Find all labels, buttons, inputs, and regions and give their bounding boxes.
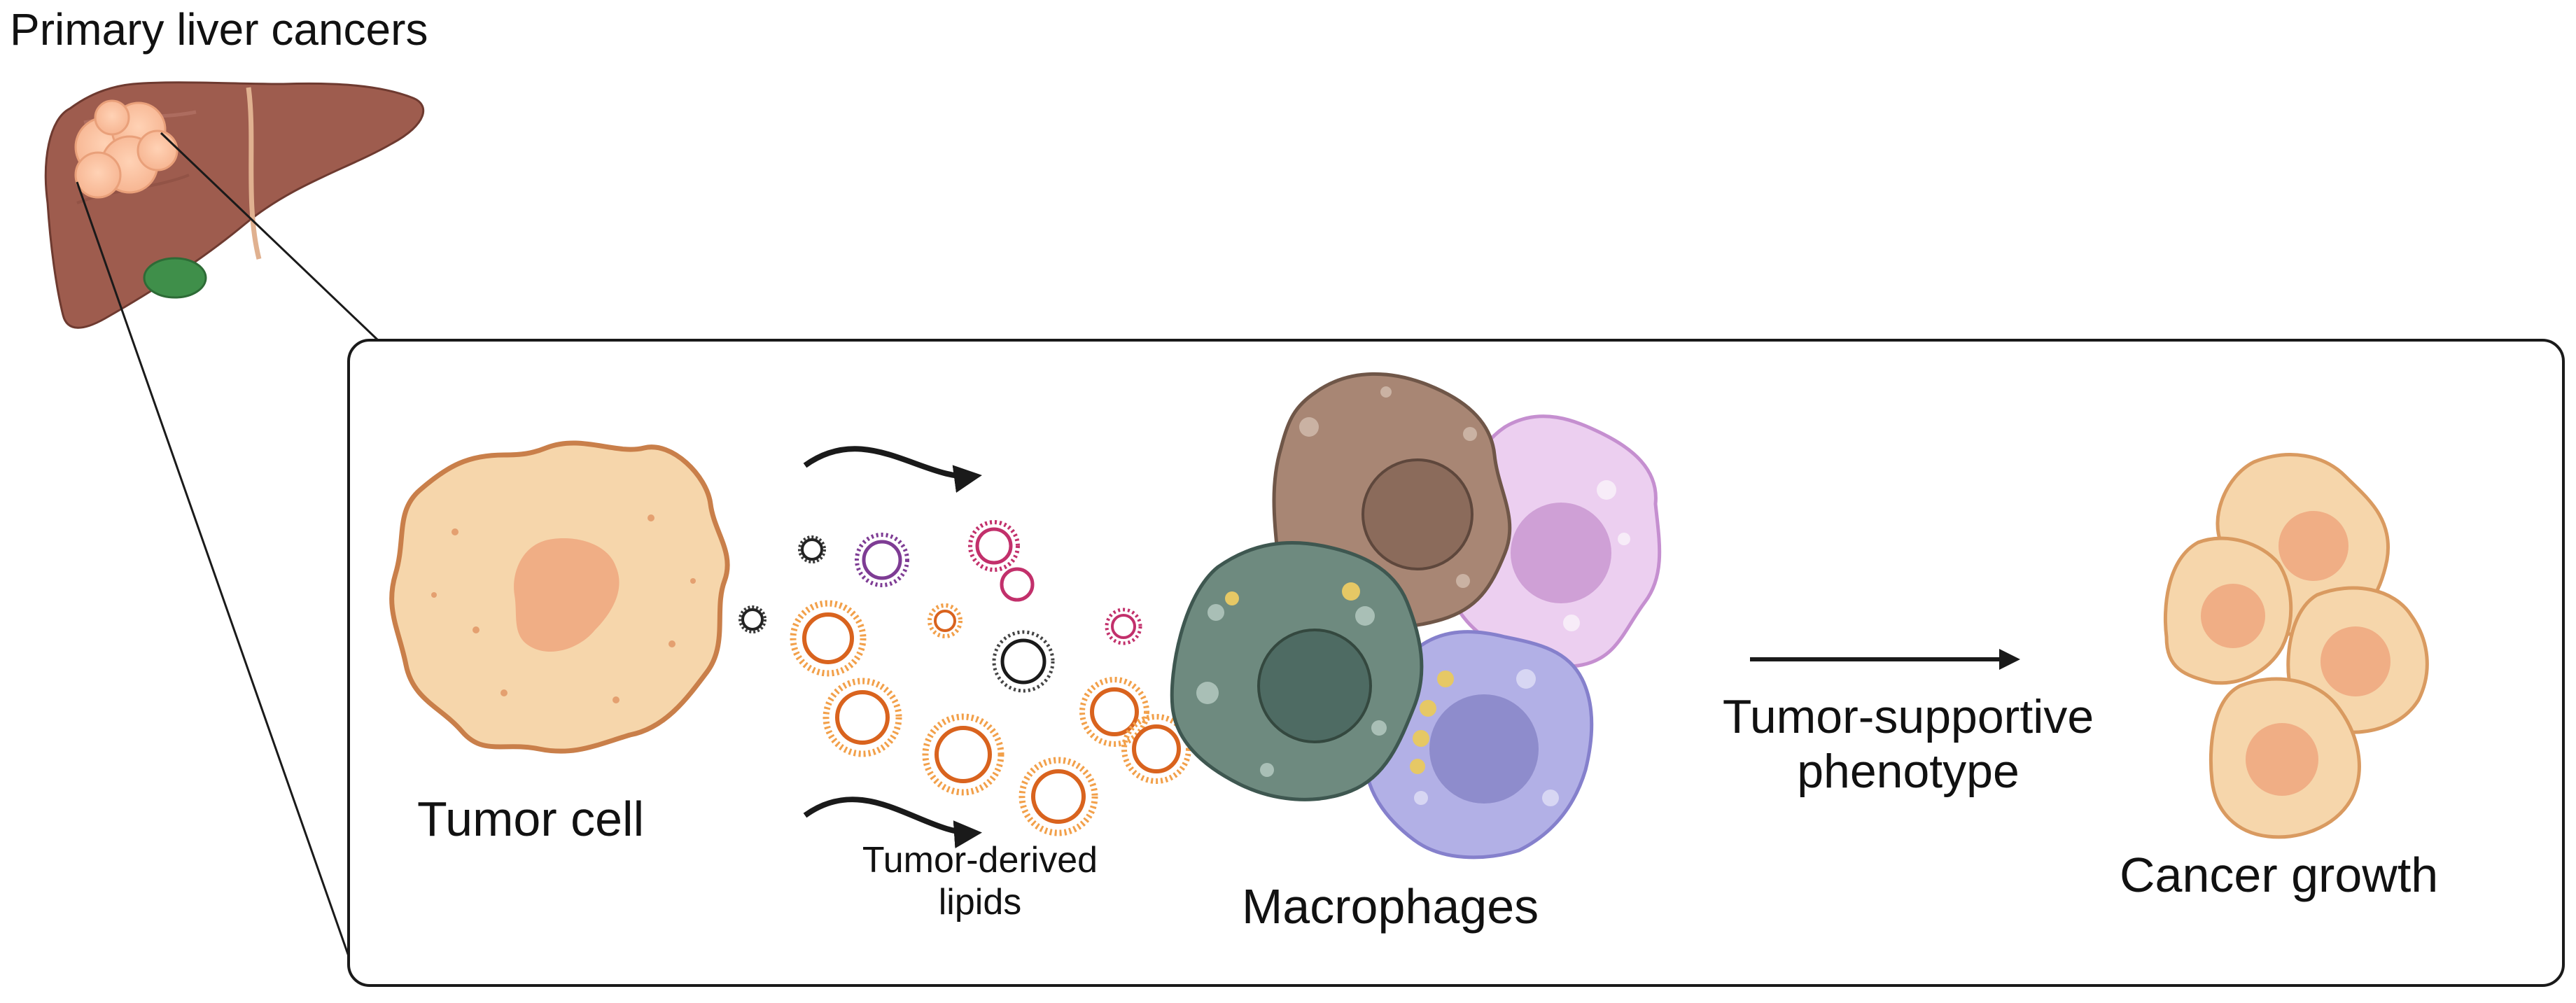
phenotype-label-line1: Tumor-supportive xyxy=(1722,690,2094,743)
macrophage-icon xyxy=(1170,540,1424,801)
tumor-cell-label: Tumor cell xyxy=(417,792,645,846)
lipid-vesicle-icon xyxy=(790,600,867,677)
macrophage-icon xyxy=(1363,630,1594,860)
tumor-cell-icon xyxy=(389,440,730,754)
lipid-vesicle-icon xyxy=(855,533,909,587)
lipid-vesicle-icon xyxy=(798,535,826,563)
lipid-vesicle-icon xyxy=(822,678,902,757)
cancer-cell-icon xyxy=(2164,536,2293,685)
lipid-vesicle-icon xyxy=(968,520,1020,572)
lipid-vesicle-icon xyxy=(927,603,962,638)
macrophages-icon xyxy=(1170,372,1662,860)
liver-tumor-icon xyxy=(74,99,178,199)
curved-arrow-bottom xyxy=(803,797,982,849)
zoom-line-top xyxy=(160,132,379,342)
lipids-label: Tumor-derived lipids xyxy=(840,840,1120,924)
lipid-vesicle-icon xyxy=(1079,677,1149,747)
lipid-vesicle-icon xyxy=(1018,757,1098,836)
figure-title: Primary liver cancers xyxy=(10,4,428,55)
zoom-line-bottom xyxy=(76,181,350,957)
cancer-cell-cluster-icon xyxy=(2164,453,2429,839)
lipid-vesicle-icon xyxy=(1121,714,1191,784)
lipids-label-line2: lipids xyxy=(938,881,1022,923)
lipid-vesicle-icon xyxy=(992,630,1055,693)
phenotype-label-line2: phenotype xyxy=(1797,745,2019,799)
lipid-vesicles xyxy=(738,520,1191,836)
liver-icon xyxy=(44,81,425,329)
lipid-vesicle-icon xyxy=(738,605,766,633)
lipids-label-line1: Tumor-derived xyxy=(862,840,1098,881)
curved-arrow-top xyxy=(803,446,982,493)
cancer-growth-label: Cancer growth xyxy=(2120,848,2439,902)
phenotype-label: Tumor-supportive phenotype xyxy=(1677,689,2139,799)
lipid-vesicle-icon xyxy=(1105,608,1142,645)
cancer-cell-icon xyxy=(2208,677,2361,839)
lipid-vesicle-icon xyxy=(1000,567,1035,602)
macrophages-label: Macrophages xyxy=(1242,879,1539,934)
lipid-vesicle-icon xyxy=(922,713,1004,796)
